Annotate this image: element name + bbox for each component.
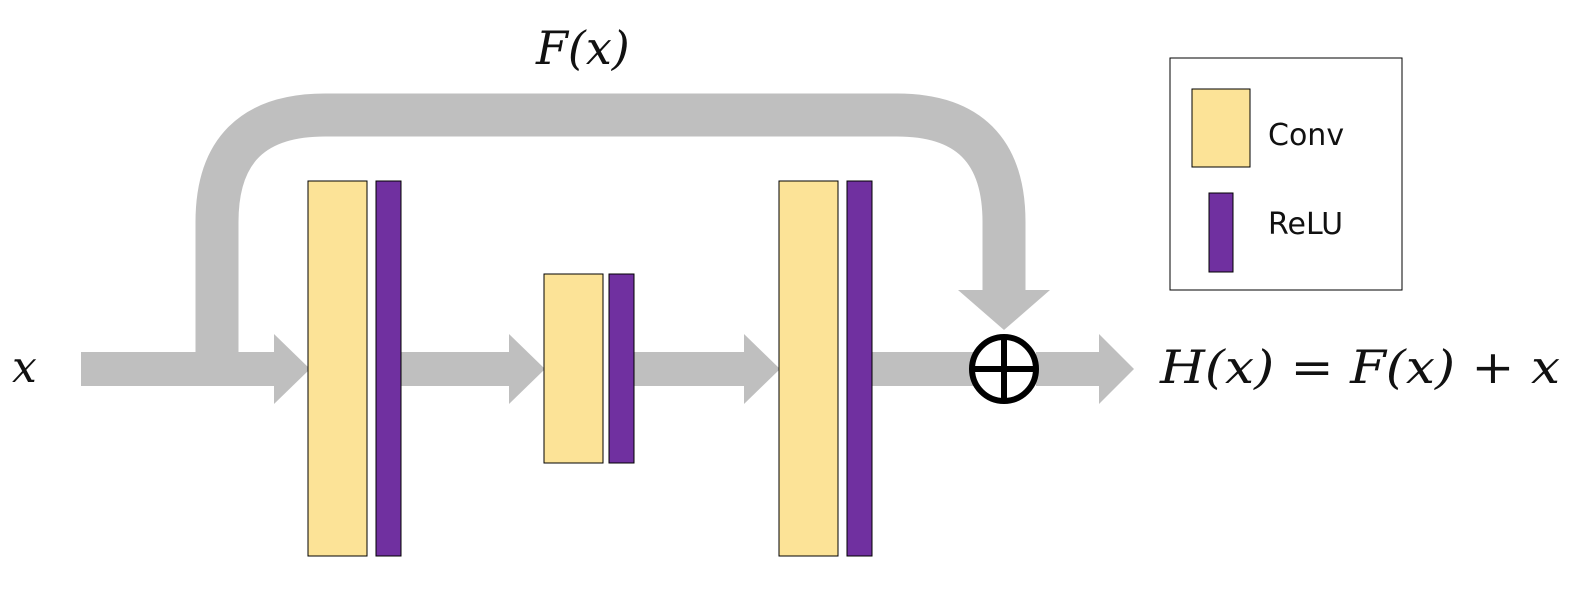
output-label: H(x) = F(x) + x xyxy=(1159,340,1560,394)
conv-block-3 xyxy=(778,180,839,557)
circle-plus-icon xyxy=(969,334,1039,404)
input-arrow-shaft xyxy=(81,352,276,386)
arrow-1-2-head xyxy=(509,334,545,404)
conv-block-1 xyxy=(307,180,368,557)
relu-block-3 xyxy=(846,180,873,557)
skip-connection-arrowhead xyxy=(958,290,1050,330)
output-arrowhead xyxy=(1099,334,1134,404)
arrow-1-2-shaft xyxy=(400,352,512,386)
relu-block-2 xyxy=(608,273,635,464)
legend-conv-label: Conv xyxy=(1268,118,1344,153)
conv-block-2 xyxy=(543,273,604,464)
legend-conv-swatch xyxy=(1191,88,1251,168)
arrow-2-3-head xyxy=(744,334,780,404)
legend-relu-swatch xyxy=(1208,192,1234,273)
legend-relu-label: ReLU xyxy=(1268,207,1343,242)
residual-label: F(x) xyxy=(535,21,630,75)
legend: Conv ReLU xyxy=(1169,57,1403,291)
input-arrowhead xyxy=(274,334,310,404)
skip-connection-arrow xyxy=(195,93,1026,352)
arrow-3-sum-shaft xyxy=(870,352,975,386)
arrow-2-3-shaft xyxy=(633,352,746,386)
output-arrow-shaft xyxy=(1036,352,1102,386)
relu-block-1 xyxy=(375,180,402,557)
input-label: x xyxy=(12,342,37,393)
